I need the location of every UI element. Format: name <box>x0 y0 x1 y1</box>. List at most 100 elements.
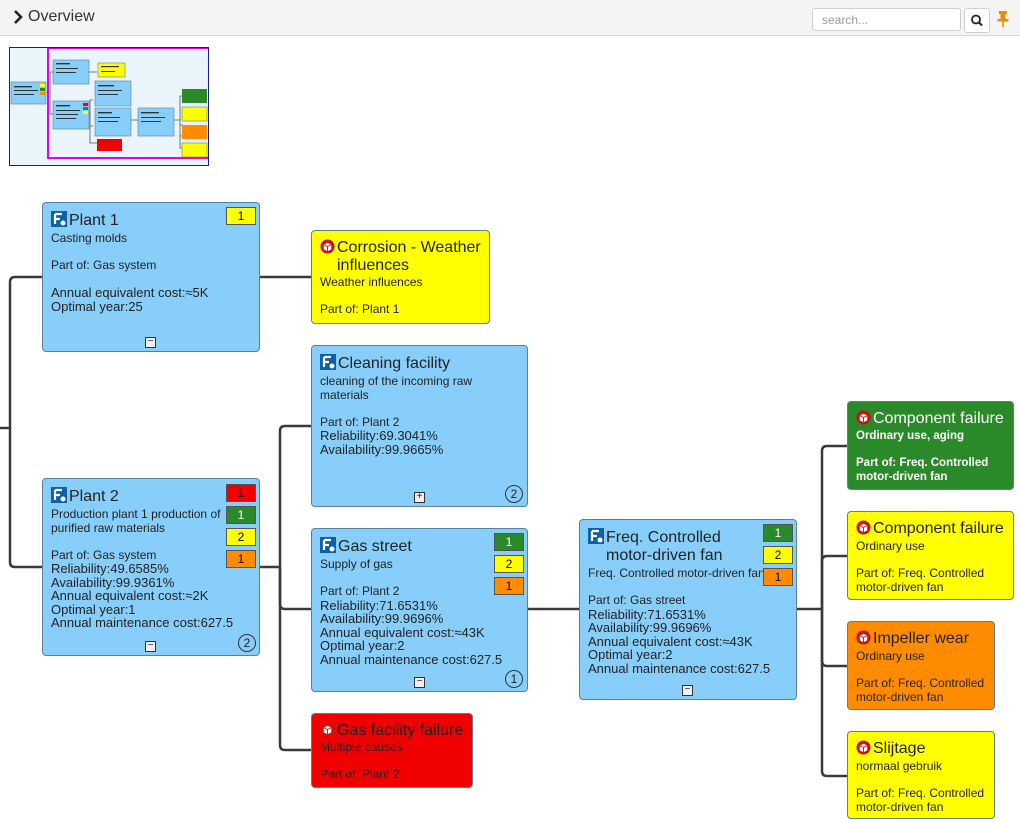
failure-mode-icon <box>320 722 335 737</box>
node-availability: Availability:99.9665% <box>320 441 444 457</box>
node-cleaning-facility[interactable]: Cleaning facility cleaning of the incomi… <box>311 345 528 507</box>
node-plant-1[interactable]: Plant 1 Casting molds Part of: Gas syste… <box>42 202 260 352</box>
child-count-badge: 1 <box>505 670 523 688</box>
node-availability: Availability:99.9696% <box>588 620 712 635</box>
child-count-badge: 2 <box>238 634 256 652</box>
pin-icon[interactable] <box>996 10 1010 28</box>
node-description: Production plant 1 production of <box>51 507 221 521</box>
risk-badge-red[interactable]: 1 <box>226 484 256 502</box>
node-part-of: Part of: Gas street <box>588 593 686 607</box>
node-title-text: Freq. Controlled <box>606 529 721 546</box>
node-part-of-2: motor-driven fan <box>856 470 948 483</box>
node-component-failure[interactable]: Component failure Ordinary use Part of: … <box>847 511 1014 600</box>
node-title-text-2: motor-driven fan <box>606 547 723 564</box>
spacer <box>320 755 403 769</box>
node-description: cleaning of the incoming raw <box>320 374 473 388</box>
minimap[interactable] <box>9 47 209 166</box>
spacer <box>856 554 984 568</box>
risk-badge-yellow[interactable]: 2 <box>763 546 793 564</box>
node-component-failure-aging[interactable]: Component failure Ordinary use, aging Pa… <box>847 401 1014 490</box>
node-plant-2[interactable]: Plant 2 Production plant 1 production of… <box>42 478 260 656</box>
chevron-right-icon[interactable] <box>11 9 25 25</box>
node-part-of: Part of: Plant 2 <box>320 584 400 598</box>
minimap-graphic <box>10 48 208 165</box>
node-title: Component failure <box>856 520 1004 538</box>
node-reliability: Reliability:49.6585% <box>51 561 169 576</box>
collapse-button[interactable]: − <box>682 685 693 696</box>
risk-badge-green[interactable]: 1 <box>763 524 793 542</box>
node-description-2: purified raw materials <box>51 520 166 535</box>
node-optimal-year: Optimal year:2 <box>320 638 405 653</box>
node-part-of-2: motor-driven fan <box>856 799 944 814</box>
collapse-button[interactable]: − <box>145 337 156 348</box>
node-part-of-2: motor-driven fan <box>856 689 944 704</box>
node-title: Impeller wear <box>856 630 969 648</box>
risk-badge-yellow[interactable]: 2 <box>494 555 524 573</box>
risk-badge-green[interactable]: 1 <box>226 506 256 524</box>
node-body: Production plant 1 production of purifie… <box>51 507 233 630</box>
node-body: Freq. Controlled motor-driven fan Part o… <box>588 566 770 675</box>
failure-mode-icon <box>320 239 335 254</box>
node-body: Ordinary use Part of: Freq. Controlled m… <box>856 539 984 594</box>
risk-badge-orange[interactable]: 1 <box>494 577 524 595</box>
search-button[interactable] <box>964 8 990 33</box>
risk-badge-orange[interactable]: 1 <box>763 568 793 586</box>
failure-mode-icon <box>856 410 871 425</box>
node-gas-street[interactable]: Gas street Supply of gas Part of: Plant … <box>311 528 528 692</box>
overview-header: Overview <box>0 0 1020 36</box>
node-annual-cost: Annual equivalent cost:≈5K <box>51 285 209 300</box>
failure-mode-icon <box>856 520 871 535</box>
node-part-of: Part of: Freq. Controlled <box>856 786 985 800</box>
node-body: Casting molds Part of: Gas system Annual… <box>51 231 209 314</box>
node-part-of: Part of: Plant 2 <box>320 414 400 429</box>
function-icon <box>51 211 67 227</box>
node-part-of: Part of: Gas system <box>51 547 157 562</box>
collapse-button[interactable]: − <box>145 641 156 652</box>
risk-badge-yellow[interactable]: 2 <box>226 528 256 546</box>
node-title: Corrosion - Weather influences <box>320 239 481 275</box>
node-optimal-year: Optimal year:25 <box>51 298 143 314</box>
node-title-text: Gas street <box>338 538 412 555</box>
node-annual-cost: Annual equivalent cost:≈43K <box>320 624 485 640</box>
node-description-2: materials <box>320 387 369 402</box>
node-part-of: Part of: Plant 2 <box>320 767 400 781</box>
node-gas-facility-failure[interactable]: Gas facility failure Multiple causes Par… <box>311 713 473 788</box>
spacer <box>320 290 423 304</box>
node-part-of: Part of: Freq. Controlled <box>856 676 985 690</box>
failure-mode-icon <box>856 740 871 755</box>
node-title-text: Corrosion - Weather <box>337 239 481 256</box>
spacer <box>320 402 472 416</box>
node-title: Plant 1 <box>51 211 119 230</box>
node-title-text: Plant 1 <box>69 212 119 229</box>
node-description: Ordinary use <box>856 539 925 553</box>
node-title: Gas street <box>320 537 412 556</box>
node-description: normaal gebruik <box>856 759 943 773</box>
spacer <box>320 572 502 586</box>
spacer <box>51 246 208 260</box>
spacer <box>51 535 233 549</box>
node-title: Gas facility failure <box>320 722 463 740</box>
risk-badge-orange[interactable]: 1 <box>226 550 256 568</box>
node-impeller-wear[interactable]: Impeller wear Ordinary use Part of: Freq… <box>847 621 995 710</box>
function-icon <box>51 487 67 503</box>
risk-badge-yellow[interactable]: 1 <box>226 207 256 225</box>
spacer <box>51 273 208 287</box>
node-slijtage[interactable]: Slijtage normaal gebruik Part of: Freq. … <box>847 731 995 819</box>
risk-badge-green[interactable]: 1 <box>494 533 524 551</box>
node-body: Weather influences Part of: Plant 1 <box>320 275 423 317</box>
panel-title: Overview <box>28 8 95 25</box>
search-input[interactable] <box>812 8 961 31</box>
node-availability: Availability:99.9696% <box>320 611 444 626</box>
node-title-text: Gas facility failure <box>337 722 464 739</box>
node-part-of-2: motor-driven fan <box>856 579 944 594</box>
node-corrosion-weather[interactable]: Corrosion - Weather influences Weather i… <box>311 230 490 324</box>
node-part-of: Part of: Freq. Controlled <box>856 457 989 469</box>
function-icon <box>588 528 604 544</box>
magnifier-icon <box>971 14 983 27</box>
node-body: Multiple causes Part of: Plant 2 <box>320 740 403 782</box>
collapse-button[interactable]: − <box>414 677 425 688</box>
expand-button[interactable]: + <box>414 492 425 503</box>
node-title-text: Component failure <box>873 520 1004 537</box>
node-freq-controlled-fan[interactable]: Freq. Controlled motor-driven fan Freq. … <box>579 519 797 700</box>
